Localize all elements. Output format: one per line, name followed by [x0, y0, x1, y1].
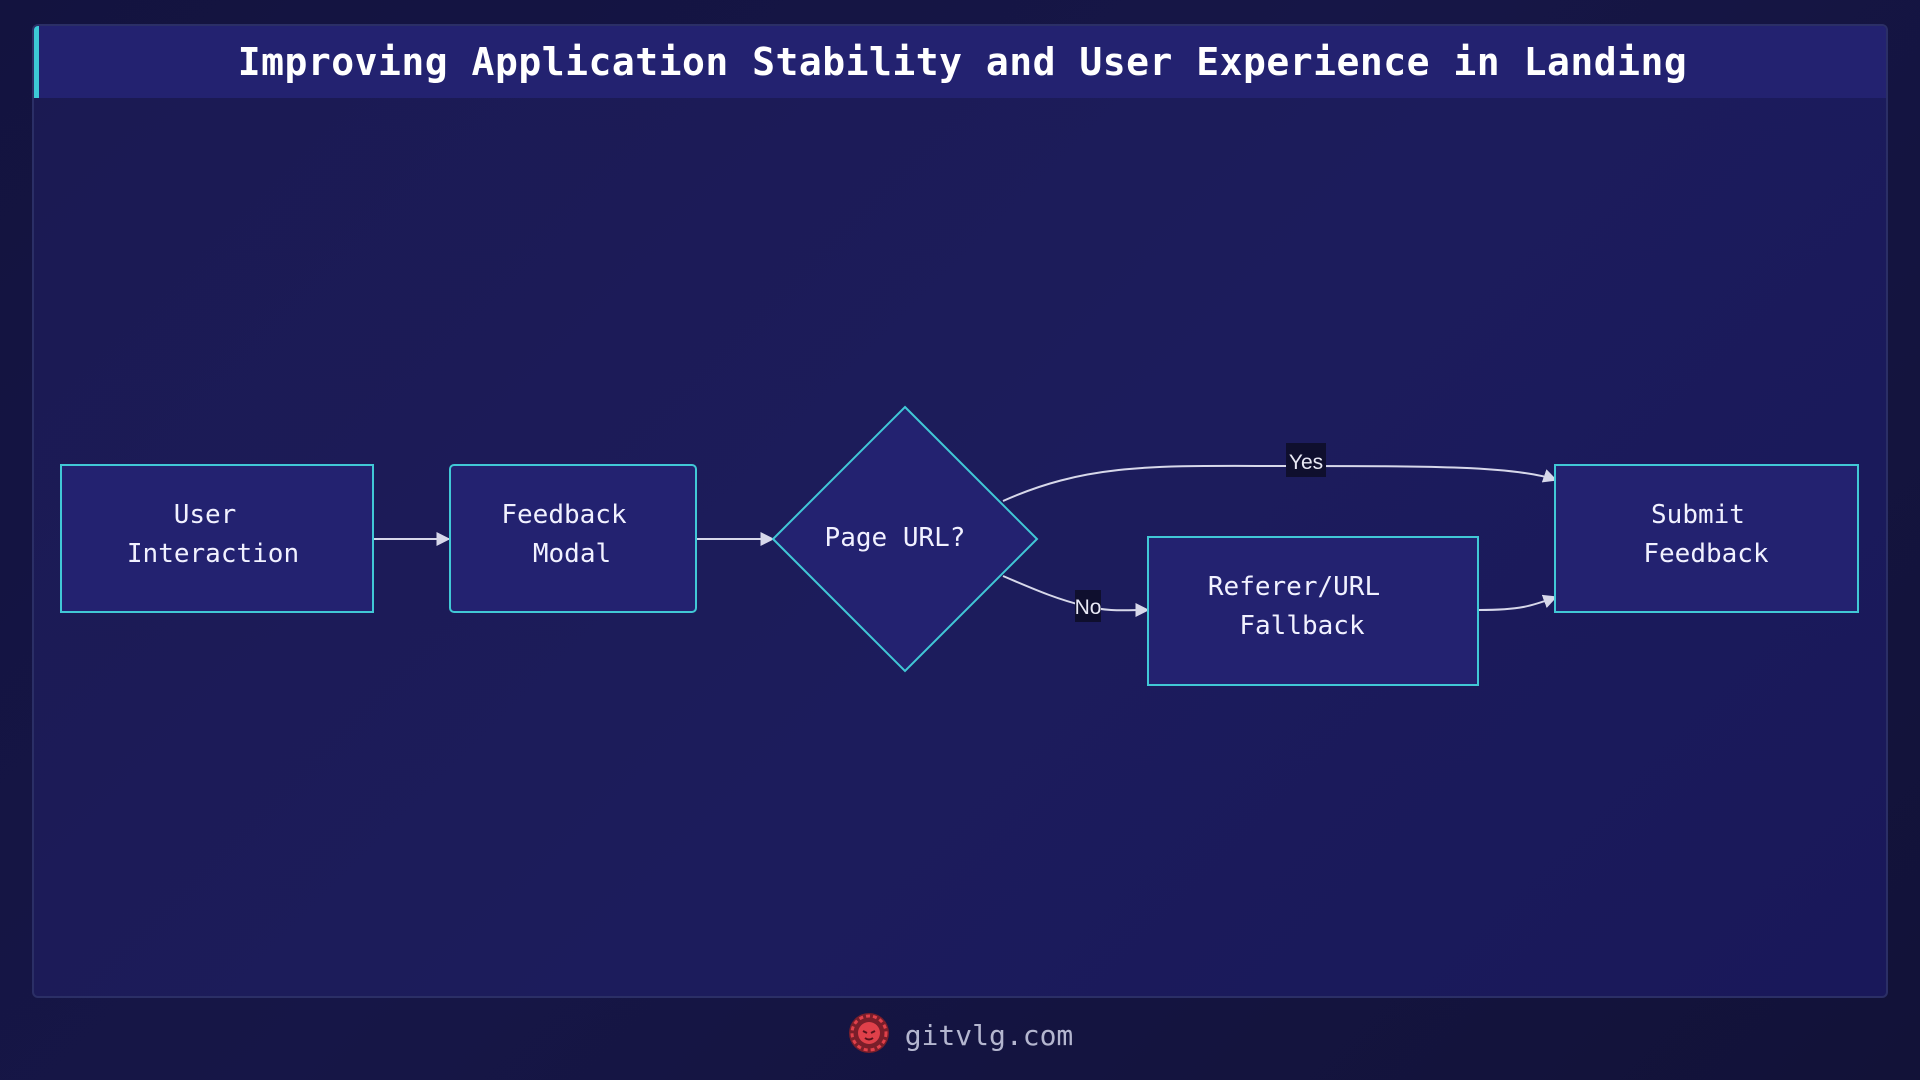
node-feedback-modal-line1: Feedback	[501, 500, 627, 530]
node-feedback-modal: Feedback Modal	[449, 464, 697, 613]
node-submit-feedback: Submit Feedback	[1554, 464, 1859, 613]
footer: gitvlg.com	[0, 1010, 1920, 1060]
lion-head-icon	[847, 1011, 891, 1059]
node-user-interaction: User Interaction	[60, 464, 374, 613]
node-user-interaction-line2: Interaction	[127, 539, 299, 569]
node-page-url-label: Page URL?	[825, 523, 966, 553]
yes-label: Yes	[1289, 451, 1323, 474]
node-referer-fallback-line2: Fallback	[1239, 611, 1365, 641]
node-user-interaction-line1: User	[174, 500, 237, 530]
no-label: No	[1075, 596, 1102, 619]
node-page-url-decision: Page URL?	[771, 405, 1039, 673]
title-bar: Improving Application Stability and User…	[34, 26, 1886, 98]
edge-fallback-to-submit	[1478, 594, 1558, 611]
node-referer-fallback-line1: Referer/URL	[1208, 572, 1380, 602]
edge-label-yes: Yes	[1286, 443, 1326, 477]
edge-yes	[1002, 464, 1558, 502]
node-referer-fallback: Referer/URL Fallback	[1147, 536, 1479, 686]
node-submit-feedback-line1: Submit	[1651, 500, 1745, 530]
footer-site-link[interactable]: gitvlg.com	[904, 1018, 1074, 1052]
node-feedback-modal-line2: Modal	[533, 539, 611, 569]
node-submit-feedback-line2: Feedback	[1643, 539, 1769, 569]
edge-label-no: No	[1075, 590, 1102, 622]
page-title: Improving Application Stability and User…	[237, 40, 1688, 84]
